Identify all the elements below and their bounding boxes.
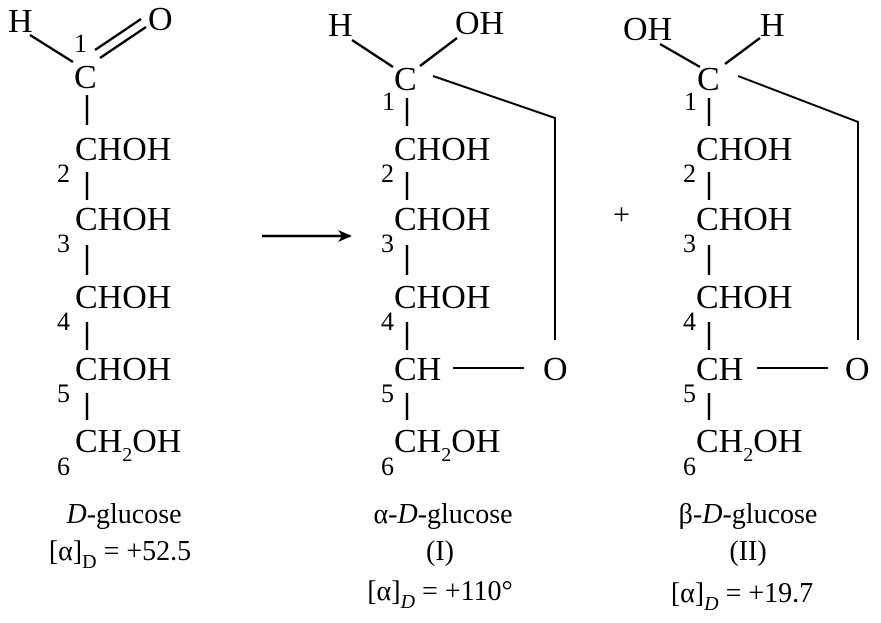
- d-glucose-co-bond-a: [99, 26, 147, 59]
- alpha-ring-bond: [432, 75, 556, 340]
- beta-d-glucose-structure: OH H C 1 2 CHOH 3 CHOH 4 CHOH 5 CH O 6 C…: [623, 7, 870, 615]
- beta-oh-bond: [659, 42, 701, 69]
- beta-oh: OH: [623, 11, 672, 48]
- alpha-num-5: 5: [381, 379, 394, 408]
- d-glucose-num-6: 6: [57, 452, 70, 481]
- alpha-c2: CHOH: [394, 131, 490, 168]
- alpha-rotation: [α]D = +110°: [367, 576, 513, 613]
- d-glucose-num-5: 5: [57, 379, 70, 408]
- d-glucose-c5: CHOH: [75, 351, 171, 388]
- alpha-c1: C: [394, 61, 417, 98]
- alpha-num-2: 2: [381, 159, 394, 188]
- beta-h: H: [760, 7, 785, 44]
- beta-name: β-D-glucose: [679, 499, 818, 530]
- beta-num-2: 2: [683, 159, 696, 188]
- alpha-num-4: 4: [381, 307, 394, 336]
- d-glucose-o: O: [148, 1, 173, 38]
- alpha-h: H: [328, 7, 353, 44]
- plus-sign: +: [613, 198, 630, 231]
- beta-c5: CH: [696, 351, 743, 388]
- d-glucose-c4: CHOH: [75, 279, 171, 316]
- d-glucose-h-bond: [29, 33, 74, 64]
- beta-c2: CHOH: [696, 131, 792, 168]
- d-glucose-c3: CHOH: [75, 201, 171, 238]
- d-glucose-c2: CHOH: [75, 131, 171, 168]
- d-glucose-num-1: 1: [74, 29, 87, 58]
- alpha-ring-o: O: [543, 351, 568, 388]
- beta-c6: CH2OH: [696, 423, 802, 466]
- beta-c4: CHOH: [696, 279, 792, 316]
- beta-num-6: 6: [683, 452, 696, 481]
- beta-rotation: [α]D = +19.7: [671, 578, 813, 615]
- beta-c3: CHOH: [696, 201, 792, 238]
- beta-label: (II): [729, 536, 766, 567]
- beta-ring-bond: [737, 75, 859, 340]
- d-glucose-c6: CH2OH: [75, 423, 181, 466]
- d-glucose-num-4: 4: [57, 307, 70, 336]
- beta-num-5: 5: [683, 379, 696, 408]
- beta-num-3: 3: [683, 229, 696, 258]
- beta-c1: C: [697, 61, 720, 98]
- alpha-num-3: 3: [381, 229, 394, 258]
- alpha-c4: CHOH: [394, 279, 490, 316]
- d-glucose-num-3: 3: [57, 229, 70, 258]
- beta-num-4: 4: [683, 307, 696, 336]
- beta-num-1: 1: [684, 87, 697, 116]
- alpha-c6: CH2OH: [394, 423, 500, 466]
- d-glucose-structure: H O 1 C 2 CHOH 3 CHOH 4 CHOH 5 CHOH 6 CH…: [8, 1, 191, 573]
- alpha-d-glucose-structure: H OH C 1 2 CHOH 3 CHOH 4 CHOH 5 CH O 6 C…: [328, 5, 568, 613]
- alpha-oh-bond: [419, 37, 458, 67]
- beta-h-bond: [724, 37, 761, 65]
- d-glucose-h: H: [8, 3, 33, 40]
- alpha-num-6: 6: [381, 452, 394, 481]
- d-glucose-c1: C: [74, 59, 97, 96]
- alpha-c3: CHOH: [394, 201, 490, 238]
- alpha-label: (I): [426, 536, 454, 567]
- d-glucose-co-bond-b: [94, 18, 142, 51]
- beta-ring-o: O: [845, 351, 870, 388]
- alpha-c5: CH: [394, 351, 441, 388]
- alpha-num-1: 1: [382, 87, 395, 116]
- alpha-oh: OH: [455, 5, 504, 42]
- d-glucose-num-2: 2: [57, 159, 70, 188]
- d-glucose-rotation: [α]D = +52.5: [49, 536, 191, 573]
- d-glucose-name: D-glucose: [65, 499, 181, 530]
- alpha-h-bond: [351, 38, 394, 69]
- alpha-name: α-D-glucose: [373, 499, 512, 530]
